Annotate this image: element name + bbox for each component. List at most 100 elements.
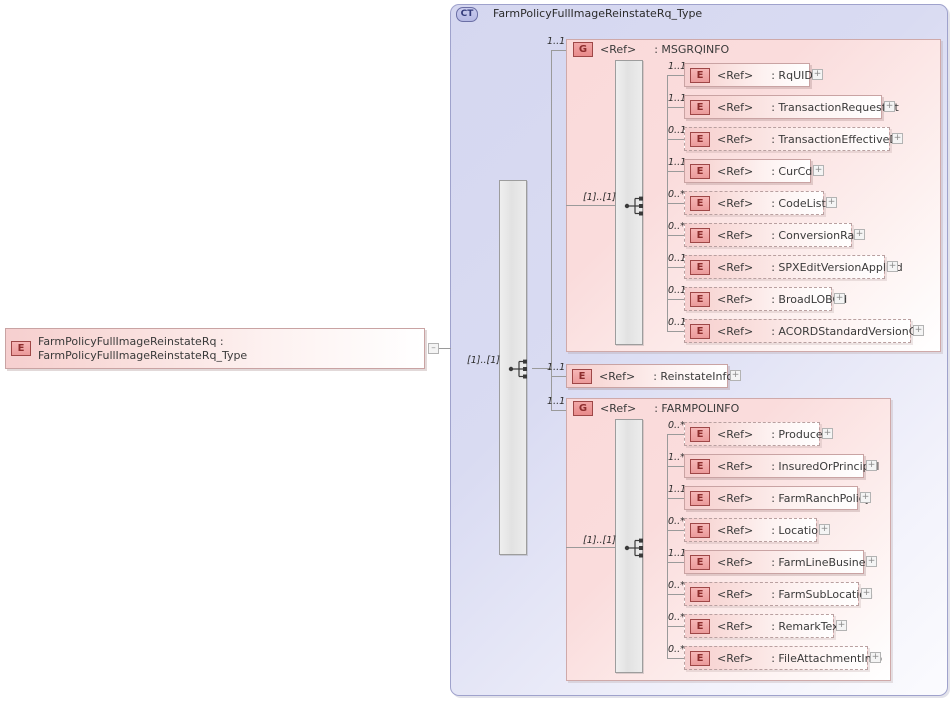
element-name-label: : FarmLineBusiness: [771, 555, 877, 569]
element-cardinality: 1..1: [668, 157, 687, 168]
element-cardinality: 1..1: [668, 484, 687, 495]
expand-toggle[interactable]: [913, 325, 924, 336]
element-box[interactable]: E <Ref> : TransactionRequestDt: [684, 95, 899, 119]
element-icon: E: [11, 341, 31, 356]
connector-line: [667, 562, 684, 563]
element-ref-label: <Ref>: [717, 260, 754, 274]
sequence-icon-root: [508, 359, 527, 379]
connector-line: [667, 171, 684, 172]
element-name-label: : RqUID: [771, 68, 813, 82]
connector-line: [667, 498, 684, 499]
root-sequence-bar: [499, 180, 527, 555]
element-box-reinstateinfo[interactable]: E <Ref> : ReinstateInfo: [566, 364, 733, 388]
element-name-label: : RemarkText: [771, 619, 843, 633]
sequence-icon-farmpolinfo: [624, 538, 643, 558]
element-ref-label: <Ref>: [717, 651, 754, 665]
expand-toggle[interactable]: [866, 460, 877, 471]
complextype-title: FarmPolicyFullImageReinstateRq_Type: [493, 7, 703, 20]
element-name-label: : CurCd: [771, 164, 813, 178]
element-cardinality: 0..*: [668, 189, 685, 200]
element-box[interactable]: E<Ref>: FarmLineBusiness: [684, 550, 877, 574]
element-ref-label: <Ref>: [717, 132, 754, 146]
connector-line: [667, 235, 684, 236]
group-cardinality-farmpolinfo: 1..1: [547, 396, 566, 407]
connector-root-to-type: [439, 348, 451, 349]
expand-toggle[interactable]: [884, 101, 895, 112]
expand-toggle[interactable]: [834, 293, 845, 304]
root-element-box[interactable]: E FarmPolicyFullImageReinstateRq : FarmP…: [5, 328, 425, 369]
element-box[interactable]: E<Ref>: CodeList: [684, 191, 826, 215]
root-element-label: FarmPolicyFullImageReinstateRq : FarmPol…: [38, 334, 248, 362]
element-box[interactable]: E<Ref>: InsuredOrPrincipal: [684, 454, 879, 478]
connector-line: [667, 203, 684, 204]
element-box[interactable]: E<Ref>: CurCd: [684, 159, 813, 183]
element-icon: E: [690, 195, 710, 211]
element-icon: E: [690, 458, 710, 474]
connector-to-farmpolinfo: [551, 410, 566, 411]
element-ref-label: <Ref>: [717, 427, 754, 441]
element-box[interactable]: E<Ref>: RemarkText: [684, 614, 843, 638]
group-header-farmpolinfo[interactable]: G <Ref> : FARMPOLINFO: [573, 401, 739, 416]
sequence-bar-msgrqinfo: [615, 60, 643, 345]
group-ref-label: <Ref>: [600, 402, 637, 415]
expand-toggle[interactable]: [854, 229, 865, 240]
sequence-cardinality-farmpolinfo: [1]..[1]: [583, 535, 616, 546]
element-ref-label: <Ref>: [717, 196, 754, 210]
group-header-msgrqinfo[interactable]: G <Ref> : MSGRQINFO: [573, 42, 729, 57]
element-box[interactable]: E<Ref>: FarmSubLocation: [684, 582, 873, 606]
element-ref-label: <Ref>: [717, 164, 754, 178]
expand-toggle[interactable]: [812, 69, 823, 80]
expand-toggle[interactable]: [866, 556, 877, 567]
element-box[interactable]: E<Ref>: ConversionRate: [684, 223, 865, 247]
element-cardinality: 0..*: [668, 221, 685, 232]
root-collapse-toggle[interactable]: [428, 343, 439, 354]
element-box[interactable]: E<Ref>: SPXEditVersionApplied: [684, 255, 903, 279]
element-icon: E: [690, 99, 710, 115]
element-box[interactable]: E <Ref> : FileAttachmentInfo: [684, 646, 882, 670]
connector-line: [667, 594, 684, 595]
element-ref-label: <Ref>: [717, 100, 754, 114]
element-box[interactable]: E<Ref>: TransactionEffectiveDt: [684, 127, 902, 151]
element-icon: E: [690, 67, 710, 83]
expand-toggle[interactable]: [822, 428, 833, 439]
element-name-label: : ReinstateInfo: [653, 369, 734, 383]
element-cardinality-reinstateinfo: 1..1: [547, 362, 566, 373]
connector-line: [667, 139, 684, 140]
element-box[interactable]: E<Ref>: Location: [684, 518, 825, 542]
element-cardinality: 1..*: [668, 452, 685, 463]
expand-toggle[interactable]: [813, 165, 824, 176]
element-icon: E: [690, 650, 710, 666]
sequence-icon-msgrqinfo: [624, 196, 643, 216]
element-name-label: : TransactionRequestDt: [771, 100, 899, 114]
expand-toggle[interactable]: [892, 133, 903, 144]
expand-toggle[interactable]: [887, 261, 898, 272]
element-ref-label: <Ref>: [717, 68, 754, 82]
connector-line: [667, 331, 684, 332]
element-cardinality: 0..1: [668, 317, 687, 328]
expand-toggle[interactable]: [826, 197, 837, 208]
expand-toggle[interactable]: [870, 652, 881, 663]
element-cardinality: 0..1: [668, 285, 687, 296]
expand-toggle[interactable]: [860, 492, 871, 503]
element-box[interactable]: E<Ref>: ACORDStandardVersionCd: [684, 319, 923, 343]
complextype-header: CT FarmPolicyFullImageReinstateRq_Type: [456, 7, 703, 22]
element-cardinality: 1..1: [668, 61, 687, 72]
element-cardinality: 0..*: [668, 644, 685, 655]
expand-toggle[interactable]: [861, 588, 872, 599]
element-name-label: : SPXEditVersionApplied: [771, 260, 903, 274]
element-name-label: : InsuredOrPrincipal: [771, 459, 880, 473]
element-box[interactable]: E<Ref>: Producer: [684, 422, 827, 446]
element-name-label: : FileAttachmentInfo: [771, 651, 883, 665]
expand-toggle[interactable]: [836, 620, 847, 631]
element-name-label: : FarmRanchPolicy: [771, 491, 872, 505]
expand-toggle-reinstateinfo[interactable]: [730, 370, 741, 381]
element-box[interactable]: E<Ref>: BroadLOBCd: [684, 287, 847, 311]
connector-msgrqinfo-seq-in: [566, 205, 615, 206]
element-ref-label: <Ref>: [717, 228, 754, 242]
expand-toggle[interactable]: [819, 524, 830, 535]
group-icon: G: [573, 42, 593, 57]
connector-line: [667, 267, 684, 268]
element-box[interactable]: E<Ref>: FarmRanchPolicy: [684, 486, 871, 510]
element-box[interactable]: E <Ref> : RqUID: [684, 63, 813, 87]
